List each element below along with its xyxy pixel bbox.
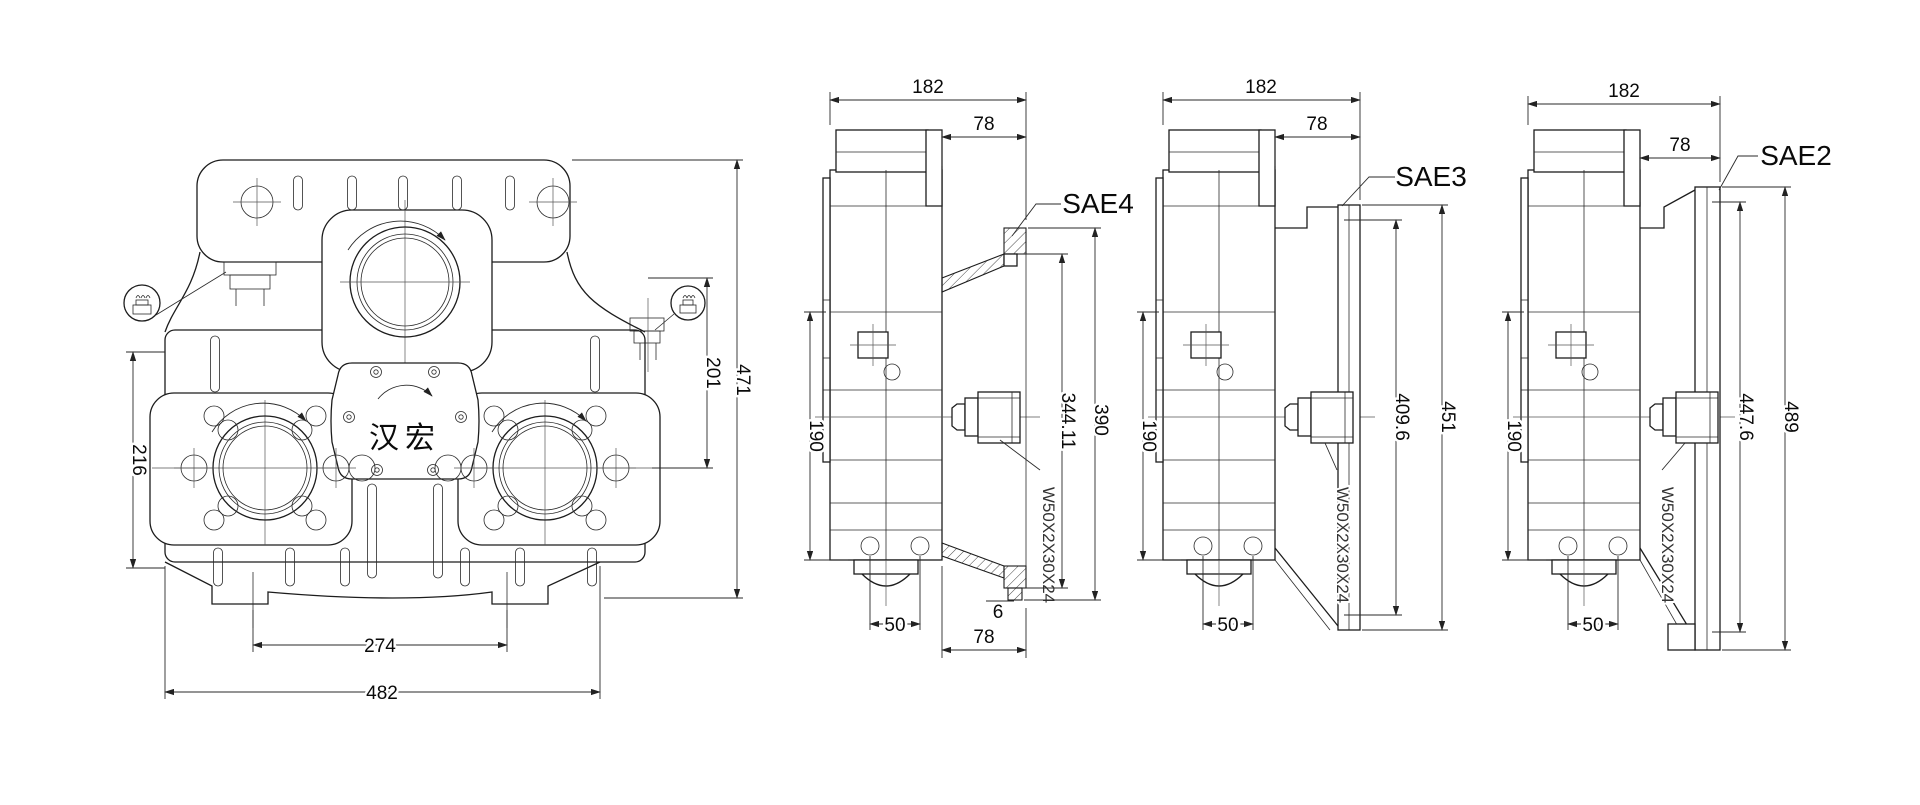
gearbox-body (815, 129, 1040, 606)
dim-50: 50 (1582, 615, 1603, 636)
side-view-sae2: W50X2X30X24 182 78 190 50 447.6 489 (1501, 79, 1832, 651)
dim-409-6: 409.6 (1391, 393, 1412, 441)
side-view-sae3: W50X2X30X24 182 78 190 50 409.6 451 (1136, 75, 1467, 639)
breather-valve-icon (670, 285, 706, 321)
flange-label-sae4: SAE4 (1062, 188, 1134, 219)
gearbox-body (1148, 129, 1375, 606)
dim-216: 216 (128, 444, 149, 476)
dim-182: 182 (912, 77, 944, 98)
dim-190: 190 (1503, 420, 1524, 452)
dim-190: 190 (1138, 420, 1159, 452)
breather-left (123, 261, 277, 322)
spline-shaft: W50X2X30X24 (1649, 391, 1719, 605)
dim-274: 274 (364, 636, 396, 657)
flange-label-sae3: SAE3 (1395, 161, 1467, 192)
rotation-arrow-icon (347, 220, 446, 251)
side-view-sae4: W50X2X30X24 182 78 190 50 344.11 39 (803, 75, 1134, 658)
center-cover: 汉宏 (330, 362, 480, 480)
sae3-dimensions: 182 78 190 50 409.6 451 SAE3 (1136, 75, 1467, 639)
breather-valve-icon (123, 284, 161, 322)
spline-spec: W50X2X30X24 (1658, 487, 1677, 603)
dim-390: 390 (1090, 404, 1111, 436)
dim-50: 50 (1217, 615, 1238, 636)
dim-6: 6 (993, 602, 1004, 623)
front-view: 汉宏 (123, 159, 756, 707)
rib-slots (210, 175, 600, 587)
dim-50: 50 (884, 615, 905, 636)
gearbox-body (1513, 129, 1735, 606)
dim-344-11: 344.11 (1057, 393, 1078, 450)
spline-shaft: W50X2X30X24 (1284, 391, 1354, 605)
sae2-dimensions: 182 78 190 50 447.6 489 SAE2 (1501, 79, 1832, 651)
bell-housing-section (941, 227, 1027, 601)
top-bearing-bore (340, 220, 470, 338)
dim-78: 78 (1306, 114, 1327, 135)
rotation-arrow-icon (211, 402, 307, 433)
dim-447-6: 447.6 (1735, 393, 1756, 441)
rotation-arrow-icon (377, 384, 433, 400)
spline-shaft: W50X2X30X24 (951, 391, 1060, 605)
dim-201: 201 (702, 357, 723, 389)
dim-78-top: 78 (973, 114, 994, 135)
dim-489: 489 (1780, 401, 1801, 433)
spline-spec: W50X2X30X24 (1039, 487, 1058, 603)
dim-482: 482 (366, 683, 398, 704)
dim-182: 182 (1608, 81, 1640, 102)
dim-451: 451 (1437, 401, 1458, 433)
front-dimensions: 216 201 471 274 482 (126, 159, 756, 707)
dim-182: 182 (1245, 77, 1277, 98)
dim-471: 471 (732, 364, 753, 396)
brand-logo-text: 汉宏 (369, 422, 441, 455)
dim-78: 78 (1669, 135, 1690, 156)
dim-78-bottom: 78 (973, 627, 994, 648)
dim-190: 190 (805, 420, 826, 452)
flange-label-sae2: SAE2 (1760, 140, 1832, 171)
rotation-arrow-icon (491, 402, 587, 433)
bolt-holes (174, 178, 636, 531)
sae4-dimensions: 182 78 190 50 344.11 390 6 78 (803, 75, 1134, 658)
spline-spec: W50X2X30X24 (1333, 487, 1352, 603)
